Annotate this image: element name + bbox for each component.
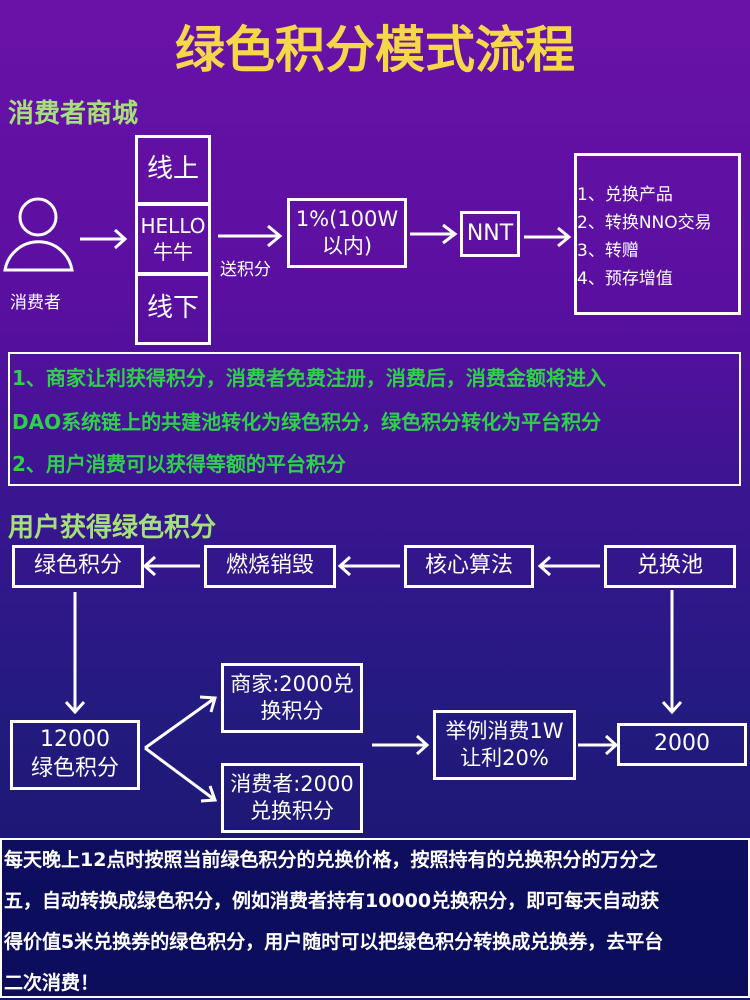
offline-box: 线下: [135, 273, 211, 345]
footer-line: 二次消费！: [4, 972, 100, 994]
arrow: [144, 695, 217, 750]
burn-box: 燃烧销毁: [204, 545, 336, 588]
arrow: [661, 590, 683, 715]
send-points-label: 送积分: [220, 260, 271, 280]
arrow: [372, 734, 430, 756]
arrow: [578, 734, 619, 756]
note-line: 2、用户消费可以获得等额的平台积分: [12, 452, 346, 476]
online-box: 线上: [135, 135, 211, 205]
algorithm-box: 核心算法: [404, 545, 534, 588]
example-box: 举例消费1W 让利20%: [433, 710, 576, 780]
use-item: 3、转赠: [577, 241, 639, 261]
arrow: [64, 592, 86, 715]
person-head-icon: [18, 197, 58, 237]
arrow: [410, 223, 458, 245]
percent-box: 1%(100W 以内): [287, 198, 407, 268]
page-title: 绿色积分模式流程: [175, 21, 575, 79]
nnt-box: NNT: [460, 211, 520, 257]
consumer-label: 消费者: [10, 293, 61, 313]
arrow: [537, 555, 600, 577]
section-heading-earn: 用户获得绿色积分: [8, 513, 217, 543]
footer-line: 五，自动转换成绿色积分，例如消费者持有10000兑换积分，即可每天自动获: [4, 890, 660, 912]
notes-box: 1、商家让利获得积分，消费者免费注册，消费后，消费金额将进入 DAO系统链上的共…: [8, 352, 741, 486]
arrow: [80, 228, 128, 250]
arrow: [337, 555, 400, 577]
note-line: 1、商家让利获得积分，消费者免费注册，消费后，消费金额将进入: [12, 366, 606, 390]
footer-line: 每天晚上12点时按照当前绿色积分的兑换价格，按照持有的兑换积分的万分之: [4, 849, 658, 871]
arrow: [142, 555, 200, 577]
green-points-box: 绿色积分: [12, 545, 144, 588]
result-box: 2000: [617, 723, 747, 766]
arrow: [218, 224, 283, 248]
arrow: [144, 746, 218, 803]
pool-box: 兑换池: [604, 545, 736, 588]
arrow: [524, 226, 572, 248]
use-item: 4、预存增值: [577, 269, 673, 289]
consumer-points-box: 消费者:2000 兑换积分: [221, 763, 363, 833]
footer-box: 每天晚上12点时按照当前绿色积分的兑换价格，按照持有的兑换积分的万分之 五，自动…: [0, 838, 750, 998]
person-body-icon: [3, 240, 74, 272]
note-line: DAO系统链上的共建池转化为绿色积分，绿色积分转化为平台积分: [12, 410, 602, 434]
use-item: 2、转换NNO交易: [577, 213, 712, 233]
section-heading-mall: 消费者商城: [8, 99, 139, 129]
footer-line: 得价值5米兑换券的绿色积分，用户随时可以把绿色积分转换成兑换券，去平台: [4, 931, 664, 953]
brand-box: HELLO 牛牛: [135, 203, 211, 275]
merchant-box: 商家:2000兑 换积分: [221, 663, 363, 733]
total-box: 12000 绿色积分: [10, 720, 140, 790]
use-item: 1、兑换产品: [577, 185, 673, 205]
